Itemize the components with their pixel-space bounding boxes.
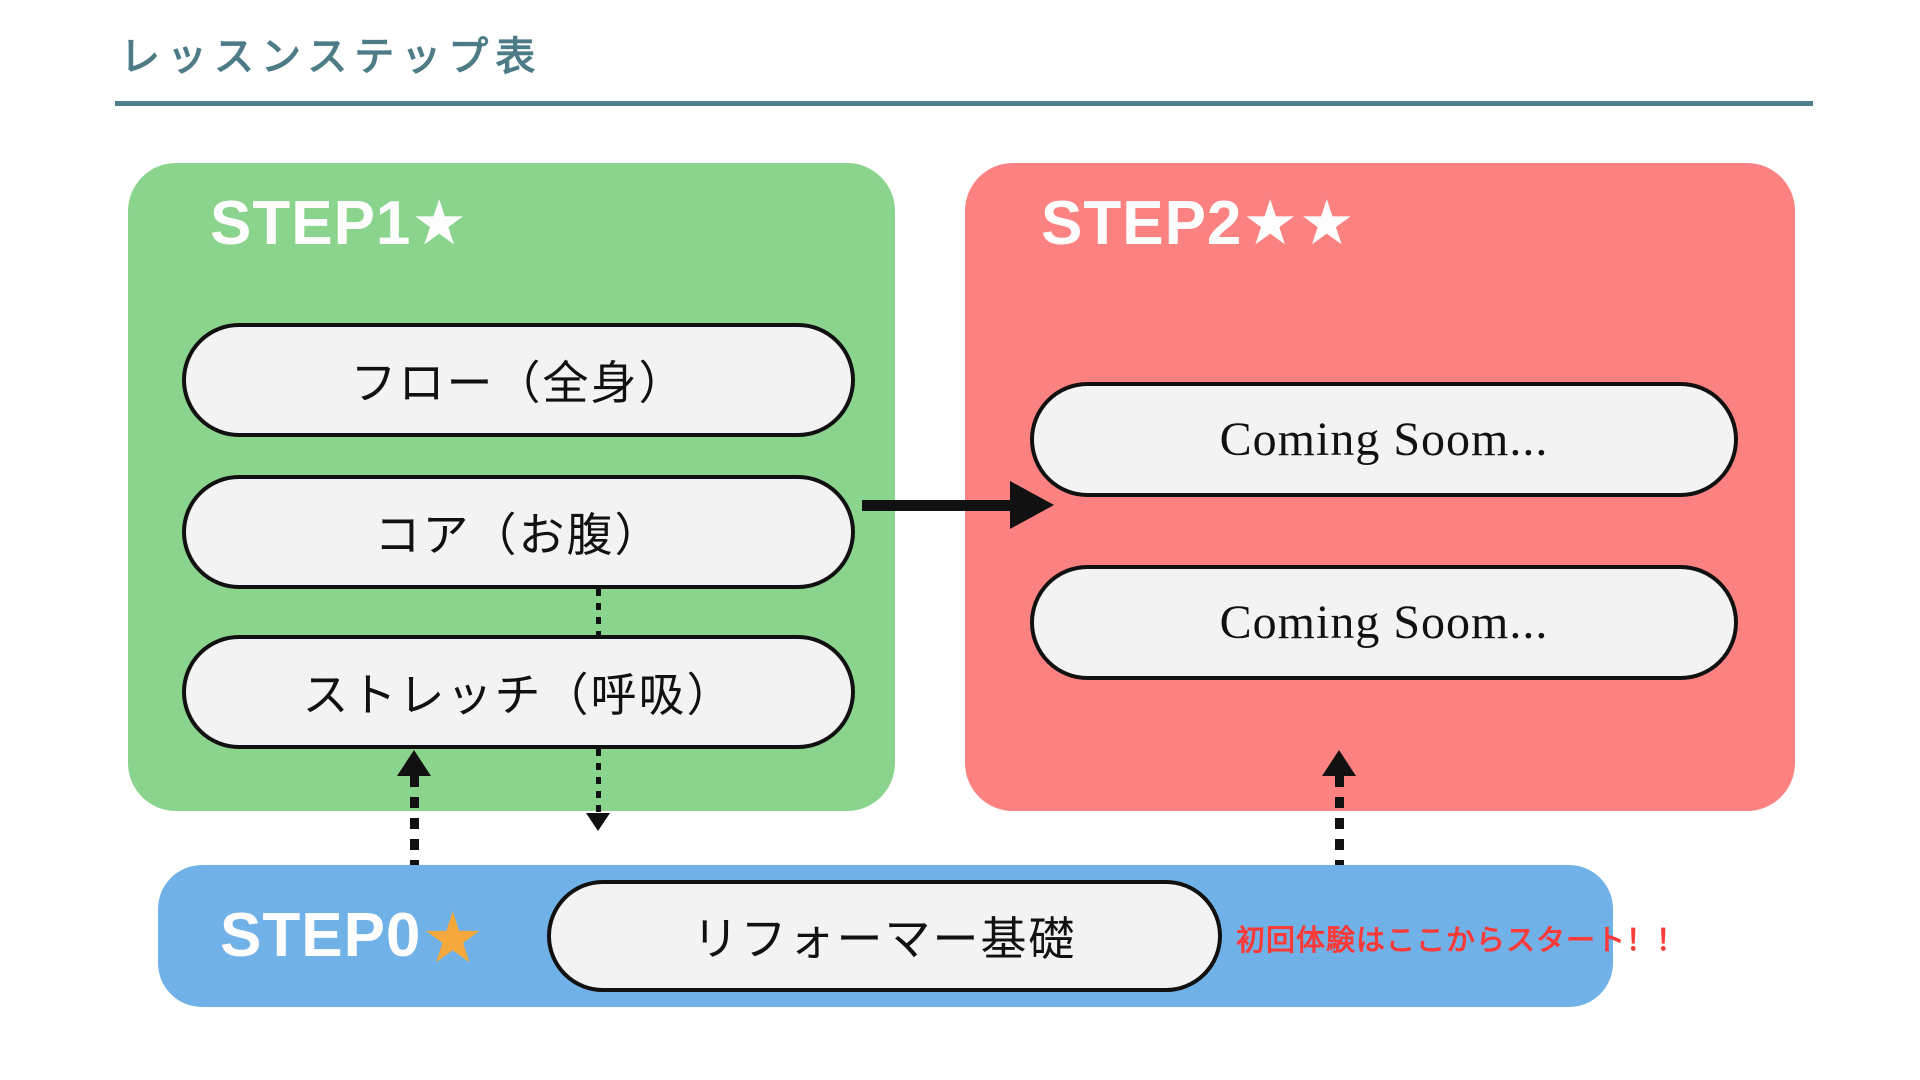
orange-star-icon: ★ (421, 899, 486, 977)
first-trial-note: 初回体験はここからスタート！！ (1236, 925, 1687, 957)
dotted-line (409, 776, 419, 867)
step0-panel: STEP0★ リフォーマー基礎 初回体験はここからスタート！！ (158, 865, 1685, 1007)
lesson-pill-core: コア（お腹） (182, 475, 855, 589)
step2-label: STEP2 (1041, 189, 1243, 258)
lesson-pill-label: Coming Soom... (1219, 596, 1549, 649)
lesson-pill-label: フロー（全身） (350, 358, 687, 409)
lesson-pill-flow: フロー（全身） (182, 323, 855, 437)
lesson-pill-label: ストレッチ（呼吸） (302, 670, 735, 721)
title-underline (115, 101, 1813, 106)
lesson-pill-coming-soon-1: Coming Soom... (1030, 382, 1738, 497)
lesson-pill-stretch: ストレッチ（呼吸） (182, 635, 855, 749)
lesson-pill-label: リフォーマー基礎 (692, 914, 1077, 965)
dotted-line (1334, 776, 1344, 867)
dotted-line (595, 589, 601, 653)
arrow-up-head (1322, 750, 1356, 776)
step0-heading: STEP0★ (220, 903, 485, 973)
arrow-down-head (586, 813, 610, 831)
step1-panel: STEP1★ フロー（全身） コア（お腹） ストレッチ（呼吸） (128, 163, 895, 831)
arrow-head (1010, 481, 1054, 529)
star-icon: ★★ (1242, 189, 1356, 258)
step1-label: STEP1 (210, 189, 412, 258)
star-icon: ★ (411, 189, 469, 258)
lesson-pill-label: Coming Soom... (1219, 413, 1549, 466)
lesson-pill-reformer-basic: リフォーマー基礎 (547, 880, 1222, 992)
arrow-up-head (397, 750, 431, 776)
dotted-line (595, 749, 601, 813)
lesson-pill-label: コア（お腹） (374, 510, 663, 561)
arrow-right-icon (862, 481, 1054, 529)
page-title: レッスンステップ表 (120, 35, 543, 79)
step2-heading: STEP2★★ (1041, 193, 1356, 255)
lesson-pill-coming-soon-2: Coming Soom... (1030, 565, 1738, 680)
step1-heading: STEP1★ (210, 193, 468, 255)
step2-panel: STEP2★★ Coming Soom... Coming Soom... (965, 163, 1795, 811)
step0-label: STEP0 (220, 901, 422, 970)
arrow-shaft (862, 499, 1010, 511)
